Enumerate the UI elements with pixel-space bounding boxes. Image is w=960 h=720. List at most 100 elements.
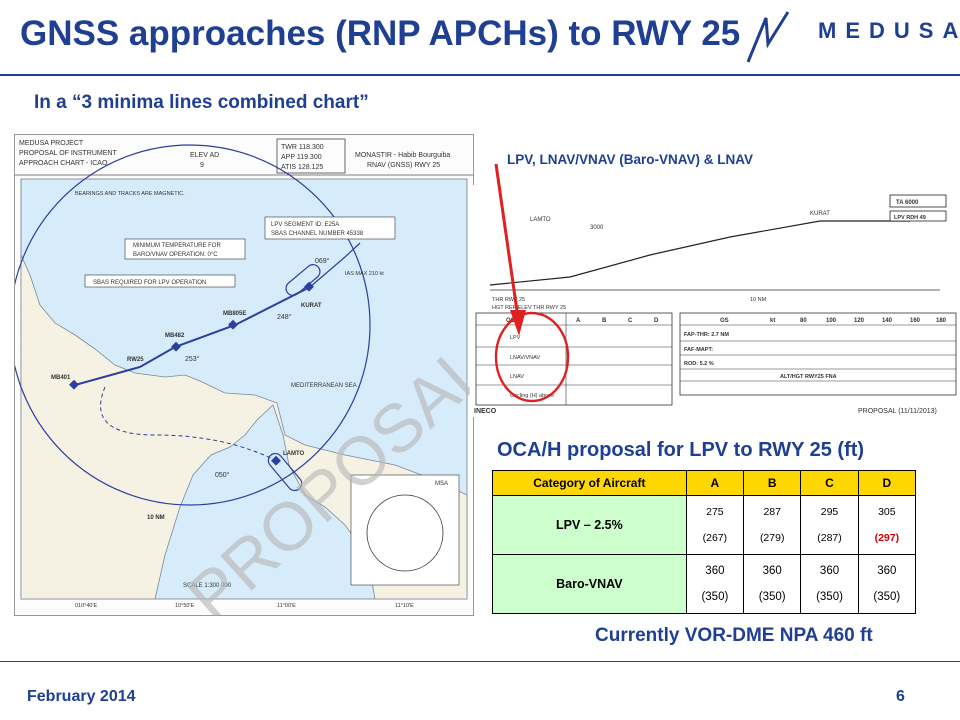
profile-10nm: 10 NM	[750, 297, 767, 303]
profile-hgt-ref: HGT REF ELEV THR RWY 25	[492, 305, 566, 311]
procedures-label: LPV, LNAV/VNAV (Baro-VNAV) & LNAV	[507, 152, 754, 167]
cell-baro-a: 360(350)	[685, 554, 745, 614]
gs-faf-mapt: FAF-MAPT:	[684, 347, 713, 353]
cell-lpv-c: 295 (287)	[800, 495, 859, 555]
track-069: 069°	[315, 257, 330, 265]
slide-title: GNSS approaches (RNP APCHs) to RWY 25	[20, 14, 741, 53]
chart-header-line1: MEDUSA PROJECT	[19, 140, 84, 147]
slide-subtitle: In a “3 minima lines combined chart”	[34, 92, 369, 113]
chart-ias-note: IAS MAX 210 kt	[345, 271, 384, 277]
mini-col-a: A	[576, 318, 581, 324]
mini-row-lnavvnav: LNAV/VNAV	[510, 355, 540, 361]
mini-col-c: C	[628, 318, 633, 324]
track-253: 253°	[185, 355, 200, 363]
och-value: (350)	[701, 591, 729, 603]
gs-header: GS	[720, 318, 729, 324]
waypoint-mb805e: MB805E	[223, 311, 246, 317]
gs-140: 140	[882, 318, 893, 324]
waypoint-mb482: MB482	[165, 333, 185, 339]
gs-100: 100	[826, 318, 837, 324]
chart-header-line3: APPROACH CHART - ICAO	[19, 160, 108, 167]
current-npa-note: Currently VOR-DME NPA 460 ft	[595, 625, 873, 646]
waypoint-kurat: KURAT	[301, 303, 322, 309]
och-value: (350)	[873, 591, 901, 603]
track-050: 050°	[215, 471, 230, 479]
runway-rw25: RW25	[127, 357, 144, 363]
profile-ta: TA 6000	[896, 200, 919, 206]
chart-freq-atis: ATIS 128.125	[281, 164, 323, 171]
och-value: (350)	[816, 591, 843, 603]
footer-rule	[0, 661, 960, 662]
oca-value: 360	[819, 565, 840, 577]
chart-sbas-required: SBAS REQUIRED FOR LPV OPERATION	[93, 280, 206, 286]
table-row: LPV – 2.5% 275(267) 287(279) 295(287) 30…	[492, 495, 917, 555]
oca-value: 275	[706, 506, 724, 518]
oca-table-header-row: Category of Aircraft A B C D	[492, 470, 917, 496]
table-row: Baro-VNAV 360(350) 360(350) 360(350) 360…	[492, 554, 917, 614]
lon-label-1: 010°40'E	[75, 603, 98, 609]
chart-elev-value: 9	[200, 162, 204, 169]
chart-airport: MONASTIR - Habib Bourguiba	[355, 152, 450, 159]
gs-80: 80	[800, 318, 807, 324]
oca-table: Category of Aircraft A B C D LPV – 2.5% …	[492, 470, 917, 614]
profile-kurat: KURAT	[810, 211, 830, 217]
waypoint-mb401: MB401	[51, 375, 71, 381]
och-value: (267)	[702, 532, 728, 544]
lon-label-3: 11°00'E	[277, 603, 296, 609]
profile-ineco: INECO	[474, 408, 497, 415]
chart-procedure: RNAV (GNSS) RWY 25	[367, 162, 440, 169]
chart-freq-app: APP 119.300	[281, 154, 322, 161]
chart-header-line2: PROPOSAL OF INSTRUMENT	[19, 150, 117, 157]
logo-text: MEDUSA	[818, 18, 960, 43]
och-value: (287)	[817, 532, 842, 544]
waypoint-lamto: LAMTO	[283, 451, 305, 457]
oca-value: 360	[877, 565, 897, 577]
track-248: 248°	[277, 313, 292, 321]
logo-mark	[746, 11, 790, 63]
title-rule	[0, 74, 960, 76]
mini-col-d: D	[654, 318, 659, 324]
footer-date: February 2014	[27, 688, 136, 705]
oca-value: 305	[878, 506, 896, 518]
approach-plan-chart: MEDUSA PROJECT PROPOSAL OF INSTRUMENT AP…	[14, 134, 474, 616]
header-category: Category of Aircraft	[492, 470, 687, 496]
gs-rod: ROD: 5.2 %	[684, 361, 714, 367]
chart-bearings-note: BEARINGS AND TRACKS ARE MAGNETIC.	[75, 191, 185, 197]
gs-kt: kt	[770, 318, 775, 324]
approach-profile-chart: LAMTO KURAT 3000 TA 6000 LPV RDH 49 THR …	[470, 185, 960, 417]
mini-col-b: B	[602, 318, 607, 324]
oca-value: 295	[820, 506, 839, 518]
gs-fap-thr: FAP-THR: 2.7 NM	[684, 332, 729, 338]
medusa-logo: MEDUSA	[746, 11, 960, 63]
chart-min-temp: MINIMUM TEMPERATURE FOR	[133, 243, 221, 249]
row-label-baro-vnav: Baro-VNAV	[492, 554, 687, 614]
cell-lpv-a: 275 (267)	[685, 495, 745, 555]
lon-label-2: 10°50'E	[175, 603, 194, 609]
red-arrow-pointer	[494, 163, 526, 336]
gs-180: 180	[936, 318, 947, 324]
chart-scale: SCALE 1:300 000	[183, 583, 232, 589]
profile-lpv-rdh: LPV RDH 49	[894, 215, 926, 221]
oca-table-title: OCA/H proposal for LPV to RWY 25 (ft)	[497, 439, 865, 461]
profile-lamto: LAMTO	[530, 217, 551, 223]
oca-value: 287	[763, 506, 781, 518]
header-cat-b: B	[743, 470, 802, 496]
och-value: (279)	[759, 532, 785, 544]
chart-msa-label: MSA	[435, 481, 448, 487]
cell-baro-c: 360 (350)	[800, 554, 859, 614]
och-value-highlight: (297)	[874, 532, 900, 544]
och-value: (350)	[758, 591, 786, 603]
mini-row-lpv: LPV	[510, 335, 521, 341]
lon-label-4: 11°10'E	[395, 603, 414, 609]
chart-freq-twr: TWR 118.300	[281, 144, 324, 151]
mini-row-circling: Circling (H) above	[510, 393, 554, 399]
header-cat-a: A	[685, 470, 745, 496]
gs-160: 160	[910, 318, 921, 324]
chart-lpv-segment: LPV SEGMENT ID: E25A	[271, 222, 339, 228]
profile-thr: THR RWY 25	[492, 297, 525, 303]
chart-min-temp-2: BARO/VNAV OPERATION: 0°C	[133, 252, 218, 258]
oca-value: 360	[762, 565, 782, 577]
cell-lpv-b: 287 (279)	[743, 495, 802, 555]
gs-120: 120	[854, 318, 865, 324]
chart-sbas-channel: SBAS CHANNEL NUMBER 45338	[271, 231, 364, 237]
